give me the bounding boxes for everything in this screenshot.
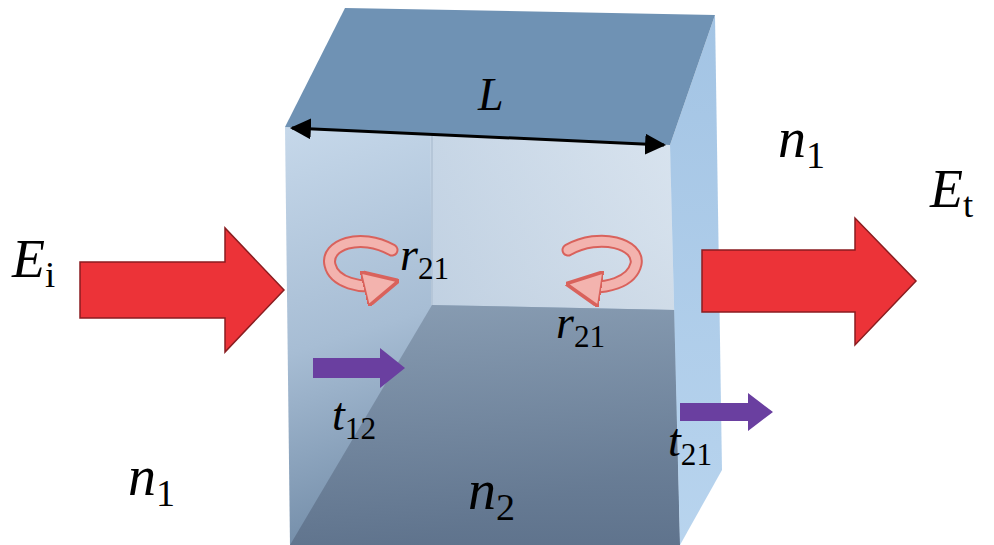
floor	[290, 305, 680, 545]
reflection-arrow	[330, 241, 392, 286]
medium-index: n1	[128, 448, 175, 504]
reflection-coefficient: r21	[556, 300, 605, 346]
transmission-coefficient: t12	[332, 392, 376, 438]
dimension-label: L	[478, 72, 504, 118]
transmitted-arrow	[702, 218, 916, 345]
medium-index: n2	[468, 462, 515, 518]
reflection-arrow	[568, 241, 636, 287]
field-label: Et	[930, 162, 973, 216]
transmission-arrow	[680, 393, 773, 431]
reflection-arrow	[330, 241, 392, 286]
back-wall	[430, 130, 675, 310]
incident-arrow	[80, 228, 284, 352]
top-face	[285, 8, 715, 145]
front-face	[285, 127, 680, 545]
transmission-coefficient: t21	[668, 418, 712, 464]
dimension-arrow	[292, 128, 664, 145]
reflection-coefficient: r21	[400, 232, 449, 278]
field-label: Ei	[12, 232, 55, 286]
medium-index: n1	[778, 110, 825, 166]
reflection-arrow	[568, 241, 636, 287]
transmission-arrow	[313, 348, 405, 388]
